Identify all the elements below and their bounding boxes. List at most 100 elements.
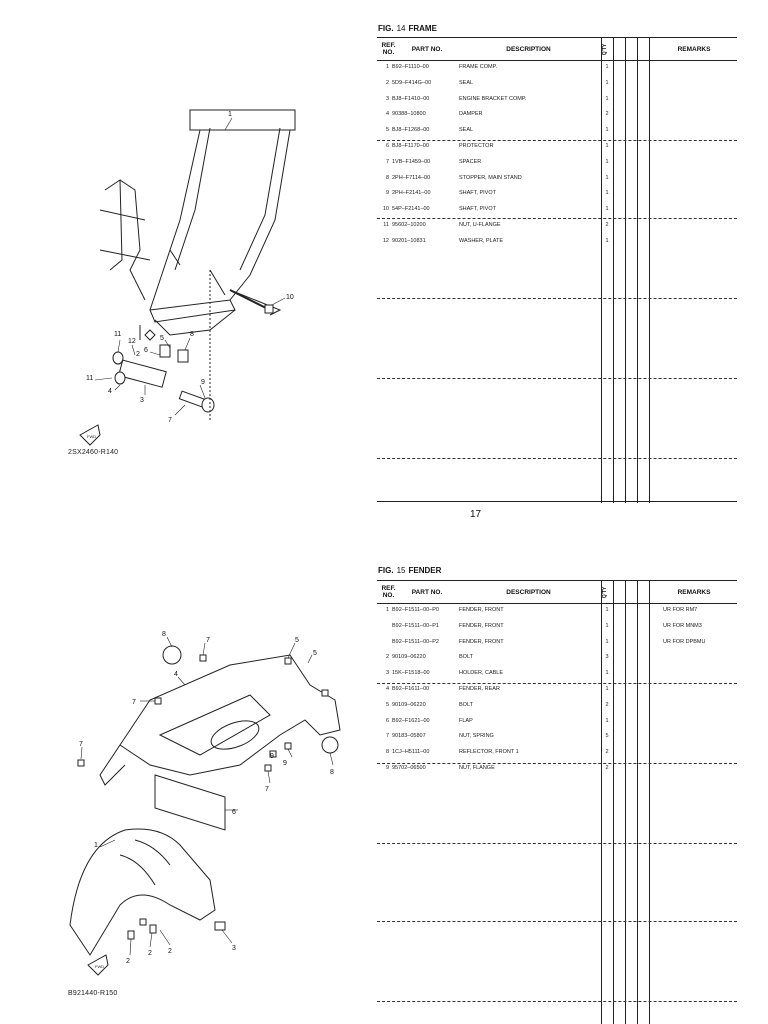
frame-callout-11-bottom: 11 (86, 375, 93, 382)
description-cell: BOLT (459, 701, 473, 708)
description-cell: FRAME COMP. (459, 64, 498, 70)
svg-text:FWD: FWD (95, 964, 104, 969)
ref-no-cell: 1 (385, 607, 389, 613)
fender-callout-5-a: 5 (295, 637, 299, 644)
quantity-cell: 1 (605, 670, 609, 677)
frame-drawing: FWD 1 10 11 12 6 5 8 2 4 3 9 7 11 (79, 109, 296, 446)
remarks-cell: UR FOR RM7 (663, 607, 698, 613)
description-cell: ENGINE BRACKET COMP. (459, 95, 527, 102)
fender-callout-3: 3 (232, 945, 236, 952)
description-cell: FENDER, FRONT (459, 607, 504, 613)
frame-callout-1: 1 (228, 111, 232, 118)
description-cell: BOLT (459, 654, 473, 661)
quantity-cell: 2 (605, 222, 609, 228)
quantity-cell: 1 (605, 79, 609, 86)
description-cell: SHAFT, PIVOT (459, 190, 496, 197)
description-cell: SHAFT, PIVOT (459, 206, 496, 213)
frame-table-header: REF. NO. PART NO. DESCRIPTION Q'TY REMAR… (377, 38, 737, 61)
description-cell: PROTECTOR (459, 143, 494, 149)
quantity-cell: 1 (605, 237, 609, 244)
fender-fig-number: 15 (396, 566, 406, 575)
ref-no-cell: 8 (385, 174, 389, 181)
frame-fig-word: FIG. (378, 24, 394, 33)
fender-callout-7-left: 7 (132, 699, 136, 706)
header-remarks: REMARKS (677, 588, 711, 596)
quantity-cell: 1 (605, 174, 609, 181)
frame-fig-number: 14 (396, 24, 406, 33)
ref-no-cell: 11 (383, 222, 389, 228)
fender-fig-name: FENDER (408, 566, 442, 575)
fender-callout-7-top: 7 (206, 637, 210, 644)
fender-callout-6: 6 (232, 809, 236, 816)
part-no-cell: BJ8–F1170–00 (392, 143, 429, 149)
part-no-cell: 1CJ–H5111–00 (392, 749, 430, 756)
part-no-cell: 2PH–F2141–00 (392, 190, 431, 197)
quantity-cell: 2 (605, 765, 609, 771)
part-no-cell: B92–F1110–00 (392, 64, 429, 70)
ref-no-cell: 12 (382, 237, 389, 244)
remarks-cell: UR FOR DPBMU (663, 638, 706, 645)
part-no-cell: 90109–06220 (392, 701, 426, 708)
quantity-cell: 1 (605, 686, 609, 692)
quantity-cell: 2 (605, 111, 609, 118)
quantity-cell: 1 (605, 206, 609, 213)
quantity-cell: 1 (605, 717, 609, 724)
ref-no-cell: 10 (382, 206, 389, 213)
part-no-cell: B92–F1511–00–P1 (392, 622, 439, 629)
part-no-cell: BJ8–F1410–00 (392, 95, 430, 102)
quantity-cell: 2 (605, 749, 609, 756)
ref-no-cell: 7 (385, 733, 389, 740)
description-cell: FENDER, FRONT (459, 638, 504, 645)
header-ref-no: REF. NO. (381, 585, 396, 599)
header-part-no: PART NO. (411, 588, 443, 596)
fender-callout-7-far-left: 7 (79, 741, 83, 748)
part-no-cell: 95602–10200 (392, 222, 426, 228)
part-no-cell: 15K–F1518–00 (392, 670, 430, 677)
fender-callout-9-b: 9 (270, 753, 274, 760)
header-ref-no: REF. NO. (381, 42, 396, 56)
fender-callout-2-b: 2 (148, 950, 152, 957)
part-no-cell: 90183–05807 (392, 733, 426, 740)
description-cell: HOLDER, CABLE (459, 670, 504, 677)
frame-diagram-code: 2SX2460-R140 (68, 449, 119, 456)
ref-no-cell: 2 (385, 79, 389, 86)
ref-no-cell: 5 (385, 701, 389, 708)
header-quantity: Q'TY (602, 586, 609, 598)
fender-drawing: FWD 8 7 5 5 4 7 7 9 9 7 6 8 1 2 2 2 3 (69, 631, 341, 976)
description-cell: SEAL (459, 127, 474, 134)
frame-callout-9: 9 (201, 379, 205, 386)
header-remarks: REMARKS (677, 45, 711, 53)
part-no-cell: 90201–10831 (392, 237, 426, 244)
description-cell: FENDER, REAR (459, 686, 500, 692)
part-no-cell: B92–F1621–00 (392, 717, 430, 724)
ref-no-cell: 6 (385, 717, 389, 724)
quantity-cell: 1 (605, 127, 609, 134)
ref-no-cell: 1 (385, 64, 389, 70)
page-number: 17 (470, 509, 482, 520)
ref-no-cell: 9 (385, 765, 389, 771)
frame-callout-2: 2 (136, 351, 140, 358)
frame-callout-12: 12 (128, 338, 136, 345)
description-cell: REFLECTOR, FRONT 1 (459, 749, 519, 756)
ref-no-cell: 9 (385, 190, 389, 197)
description-cell: NUT, SPRING (459, 733, 494, 740)
ref-no-cell: 4 (385, 111, 389, 118)
fender-diagram: FWD 8 7 5 5 4 7 7 9 9 7 6 8 1 2 2 2 3 (60, 625, 360, 995)
part-no-cell: B92–F1511–00–P2 (392, 638, 439, 645)
